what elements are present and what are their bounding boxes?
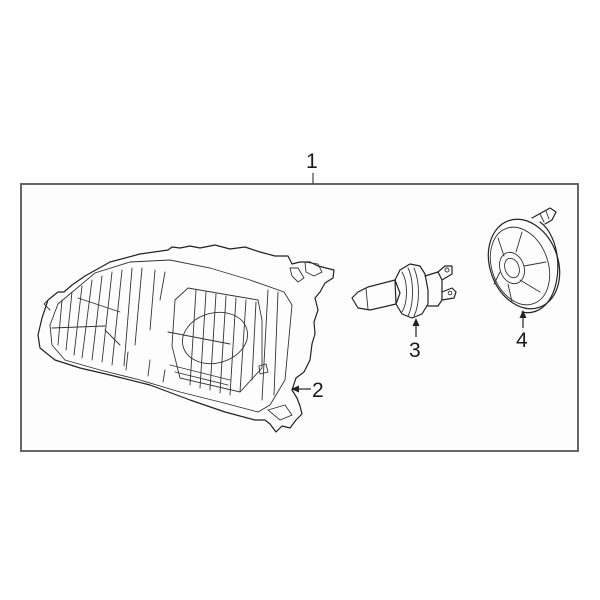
callout-1[interactable]: 1	[306, 150, 318, 173]
callout-3[interactable]: 3	[409, 339, 421, 362]
callout-2[interactable]: 2	[312, 379, 324, 402]
callout-4[interactable]: 4	[516, 329, 528, 352]
callout-4-leader	[519, 310, 527, 328]
callout-2-leader	[291, 385, 311, 393]
headlamp-bulb-drawing[interactable]	[351, 263, 457, 319]
assembly-frame	[20, 173, 579, 452]
bulb-socket-cover-drawing[interactable]	[476, 207, 571, 319]
headlamp-housing-drawing[interactable]	[37, 244, 335, 433]
callout-3-leader	[412, 318, 420, 337]
